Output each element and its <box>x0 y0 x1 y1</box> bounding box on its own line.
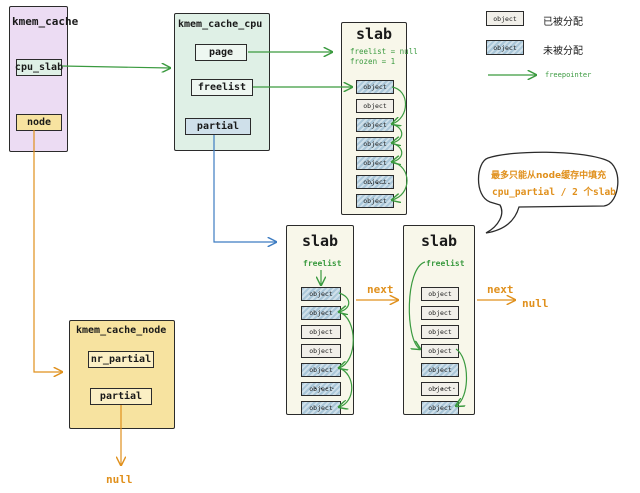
kmem-cache-node-title: kmem_cache_node <box>76 325 167 336</box>
slab-object: object <box>356 137 394 151</box>
cpu-slab-title: slab <box>355 25 393 43</box>
cpu-slab-pointer-arrow <box>61 66 170 68</box>
slab-object: object <box>421 344 459 358</box>
kmem-cache-box: kmem_cache cpu_slab node <box>9 6 78 152</box>
partial-slab-1-dots: .... <box>313 382 337 391</box>
legend-allocated-swatch: object <box>486 11 524 26</box>
partial-slab-1-box: slab freelist object object object object ob… <box>286 225 354 415</box>
cpu-slab-freelist-line: freelist = null <box>350 47 418 56</box>
legend-pointer-label: freepointer <box>545 71 592 79</box>
node-field: node <box>16 114 62 131</box>
legend-free-swatch: object <box>486 40 524 55</box>
partial-slab-2-title: slab <box>420 232 458 250</box>
slab-object: object <box>301 306 341 320</box>
partial-field: partial <box>185 118 251 135</box>
cpu-slab-field: cpu_slab <box>15 59 63 76</box>
partial-pointer-arrow <box>213 135 276 242</box>
slab-object: object <box>356 156 394 170</box>
partial-slab-2-dots: .... <box>434 382 458 391</box>
kmem-cache-cpu-box: kmem_cache_cpu page freelist partial <box>174 13 270 151</box>
slab-2-next-label: next <box>487 283 514 296</box>
legend-free-label: 未被分配 <box>543 46 583 57</box>
slab-object: object <box>356 80 394 94</box>
page-field: page <box>195 44 247 61</box>
freelist-field: freelist <box>191 79 253 96</box>
partial-slab-1-freelist: freelist <box>303 259 342 268</box>
slab-1-next-label: next <box>367 283 394 296</box>
slab-object-last: object <box>356 194 394 208</box>
partial-slab-1-title: slab <box>301 232 339 250</box>
partial-slab-2-box: slab freelist object object object object ob… <box>403 225 475 415</box>
slab-object: object <box>301 344 341 358</box>
partial-slab-2-freelist: freelist <box>426 259 465 268</box>
slab-object: object <box>421 363 459 377</box>
node-null-label: null <box>106 473 133 486</box>
cpu-slab-frozen-line: frozen = 1 <box>350 57 396 66</box>
kmem-cache-cpu-title: kmem_cache_cpu <box>178 19 263 30</box>
slab-object: object <box>421 325 459 339</box>
cpu-slab-box: slab freelist = null frozen = 1 object ob… <box>341 22 418 215</box>
kmem-cache-node-box: kmem_cache_node nr_partial partial <box>69 320 175 429</box>
slab-object: object <box>301 287 341 301</box>
slab-object: object <box>421 306 459 320</box>
nr-partial-field: nr_partial <box>88 351 154 368</box>
node-partial-field: partial <box>90 388 152 405</box>
slab-object-last: object <box>421 401 459 415</box>
slab-2-null-label: null <box>522 297 549 310</box>
slab-object: object <box>301 325 341 339</box>
kmem-cache-title: kmem_cache <box>12 15 79 28</box>
speech-bubble-line-1: 最多只能从node缓存中填充 <box>491 171 607 181</box>
slab-object: object <box>301 363 341 377</box>
slab-object-last: object <box>301 401 341 415</box>
cpu-slab-dots: .... <box>369 177 393 186</box>
speech-bubble-line-2: cpu_partial / 2 个slab <box>492 187 616 198</box>
node-pointer-arrow <box>33 130 62 372</box>
slab-object: object <box>356 99 394 113</box>
slab-object: object <box>356 118 394 132</box>
legend-allocated-label: 已被分配 <box>543 17 583 28</box>
slab-object: object <box>421 287 459 301</box>
